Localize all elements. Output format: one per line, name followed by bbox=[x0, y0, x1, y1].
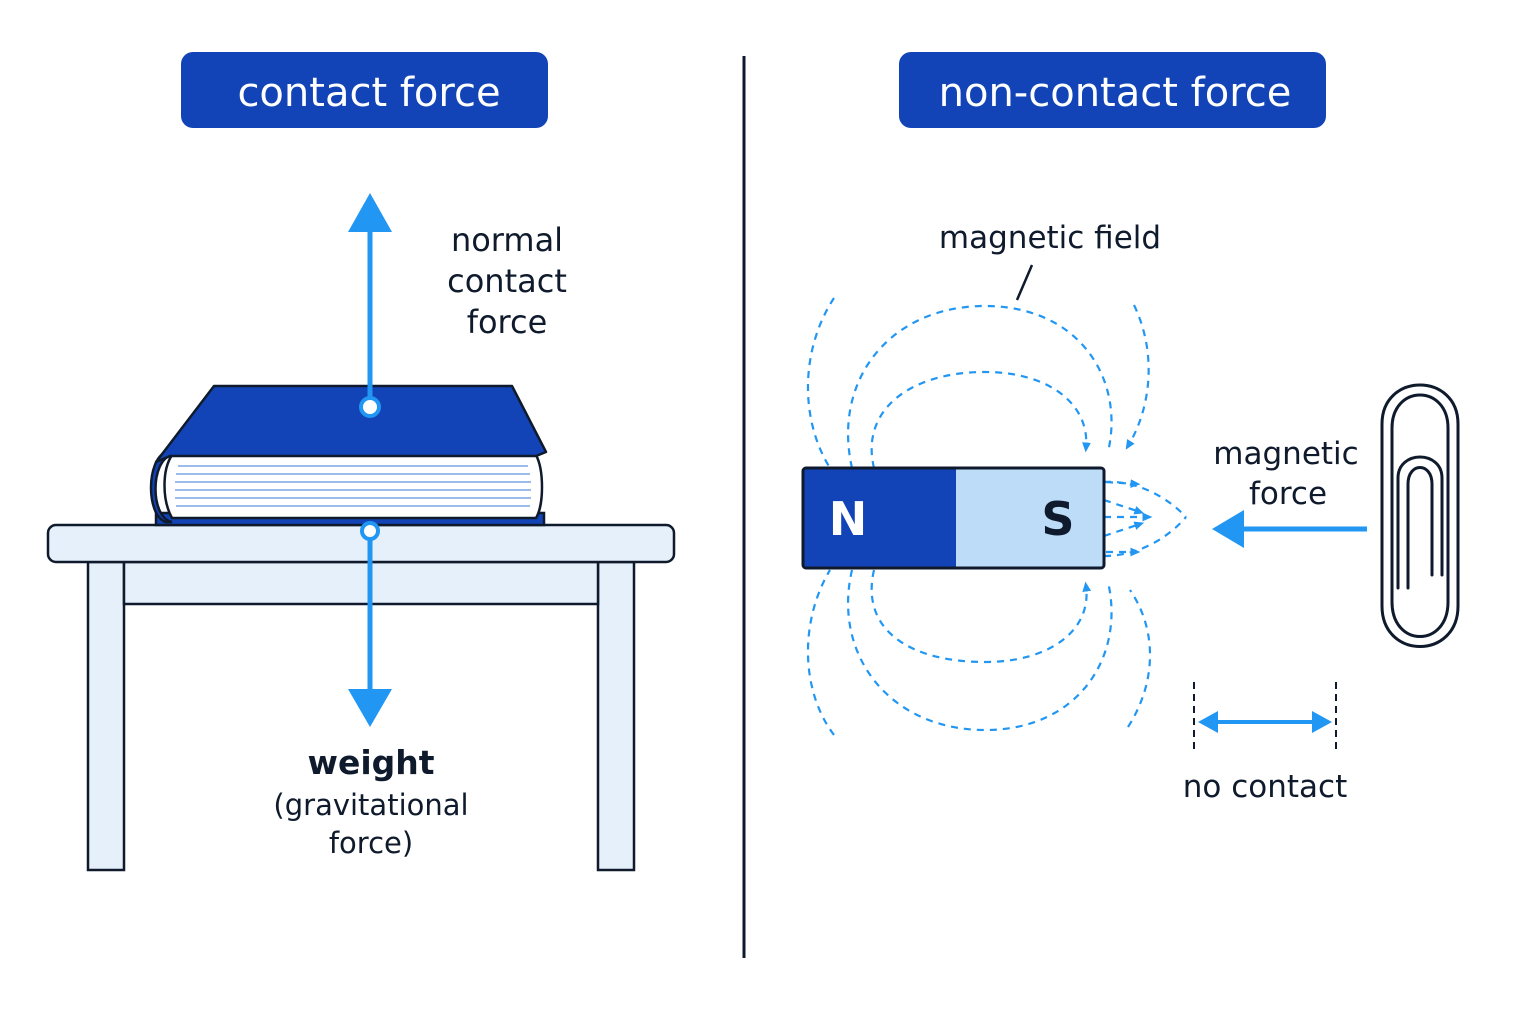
field-line-far-left-top bbox=[806, 297, 835, 469]
magnetic-field-label: magnetic field bbox=[939, 220, 1161, 256]
magnet-north-half bbox=[803, 468, 956, 568]
field-line-inner-top bbox=[870, 370, 1091, 469]
field-line-right-2 bbox=[1103, 516, 1187, 558]
magnetic-force-line-2: force bbox=[1249, 476, 1327, 512]
north-pole-label: N bbox=[829, 492, 868, 546]
non-contact-force-title: non-contact force bbox=[899, 52, 1326, 128]
magnetic-field-lines bbox=[806, 297, 1187, 736]
field-line-far-right-bottom bbox=[1127, 589, 1151, 728]
contact-title-text: contact force bbox=[237, 70, 500, 116]
non-contact-title-badge bbox=[899, 52, 1326, 128]
field-line-outer-bottom bbox=[847, 569, 1113, 732]
magnetic-force-line-1: magnetic bbox=[1213, 436, 1358, 472]
field-line-far-left-bottom bbox=[806, 569, 835, 736]
normal-force-origin bbox=[359, 396, 381, 418]
normal-force-line-1: normal bbox=[451, 221, 563, 259]
magnetic-force-head bbox=[1212, 510, 1244, 548]
field-line-right-1 bbox=[1103, 480, 1187, 518]
magnetic-force-label: magnetic force bbox=[1213, 436, 1358, 512]
weight-title: weight bbox=[307, 743, 434, 782]
magnetic-force-arrow bbox=[1212, 510, 1367, 548]
field-line-outer-top bbox=[847, 304, 1113, 469]
weight-head bbox=[348, 689, 392, 727]
book-pages bbox=[163, 453, 544, 520]
normal-force-line-2: contact bbox=[447, 262, 567, 300]
field-line-right-3 bbox=[1103, 498, 1145, 515]
magnet-south-half bbox=[956, 468, 1104, 568]
table-leg-right bbox=[596, 560, 636, 872]
field-line-right-5 bbox=[1103, 521, 1145, 538]
table-apron bbox=[122, 560, 600, 606]
gap-arrow-head-left bbox=[1198, 711, 1218, 733]
table-leg-left bbox=[86, 560, 126, 872]
normal-force-label: normal contact force bbox=[447, 221, 567, 341]
paperclip-icon bbox=[1380, 383, 1460, 648]
normal-force-head bbox=[348, 193, 392, 232]
field-line-far-right-top bbox=[1125, 304, 1150, 450]
no-contact-indicator: no contact bbox=[1183, 682, 1347, 805]
book bbox=[149, 384, 548, 527]
field-line-right-6 bbox=[1105, 479, 1141, 489]
paperclip-outer-inner bbox=[1390, 393, 1450, 638]
book-spine bbox=[149, 450, 176, 524]
field-line-inner-bottom bbox=[870, 569, 1092, 664]
paperclip-outer-outline bbox=[1380, 383, 1460, 648]
paperclip-inner-loop-2 bbox=[1406, 466, 1434, 590]
book-front-cover bbox=[154, 384, 548, 464]
contact-force-title: contact force bbox=[181, 52, 548, 128]
weight-origin bbox=[360, 521, 380, 541]
magnetic-field-pointer bbox=[1015, 264, 1034, 301]
book-page-lines bbox=[175, 465, 531, 507]
no-contact-label: no contact bbox=[1183, 769, 1347, 805]
normal-force-arrow bbox=[348, 193, 392, 418]
magnet-outline bbox=[801, 466, 1106, 570]
weight-label: weight (gravitational force) bbox=[273, 743, 468, 860]
contact-title-badge bbox=[181, 52, 548, 128]
weight-note-line-1: (gravitational bbox=[273, 788, 468, 822]
non-contact-title-text: non-contact force bbox=[939, 70, 1292, 116]
south-pole-label: S bbox=[1041, 492, 1074, 546]
gap-arrow-head-right bbox=[1312, 711, 1332, 733]
paperclip-inner-loop-1 bbox=[1396, 455, 1444, 590]
normal-force-line-3: force bbox=[467, 303, 548, 341]
weight-arrow bbox=[348, 521, 392, 727]
bar-magnet: N S bbox=[801, 466, 1106, 570]
table bbox=[46, 523, 676, 872]
weight-note-line-2: force) bbox=[329, 826, 413, 860]
